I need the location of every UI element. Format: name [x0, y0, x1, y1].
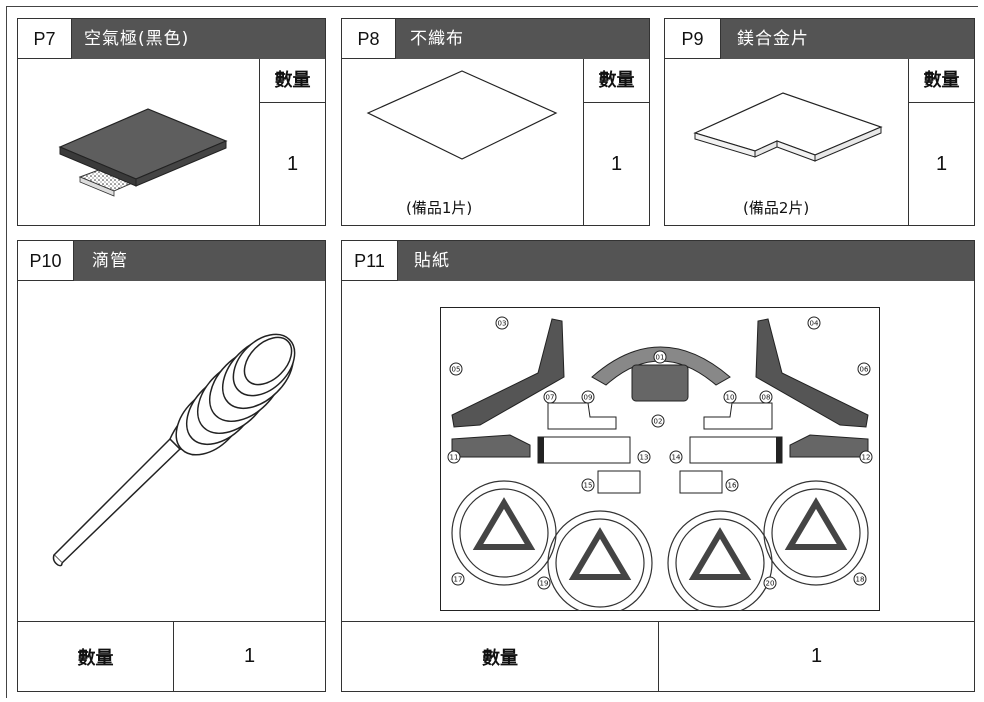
spare-note: (備品1片)	[406, 199, 473, 217]
part-code: P9	[665, 19, 721, 59]
quantity-value: 1	[286, 152, 299, 175]
part-header: P7 空氣極(黑色)	[18, 19, 325, 59]
sticker-number: 09	[584, 394, 593, 402]
part-card-p9: P9 鎂合金片 (備品2片) 數量 1	[664, 18, 975, 226]
sticker-number: 12	[862, 454, 871, 462]
page-frame	[6, 6, 978, 698]
quantity-value: 1	[935, 152, 948, 175]
quantity-row: 數量 1	[18, 621, 325, 691]
sticker-number: 06	[860, 366, 869, 374]
part-header: P8 不織布	[342, 19, 649, 59]
sticker-label-19: 19	[537, 576, 551, 590]
part-card-p11: P11 貼紙	[341, 240, 975, 692]
quantity-label: 數量	[909, 59, 974, 103]
sticker-number: 02	[654, 418, 663, 426]
part-header: P11 貼紙	[342, 241, 974, 281]
sticker-label-18: 18	[853, 572, 867, 586]
sticker-label-07: 07	[543, 390, 557, 404]
quantity-value: 1	[658, 622, 974, 691]
part-card-p7: P7 空氣極(黑色) 數量 1	[17, 18, 326, 226]
sticker-label-01: 01	[653, 350, 667, 364]
sticker-label-05: 05	[449, 362, 463, 376]
spare-note: (備品2片)	[743, 199, 810, 217]
sticker-number: 08	[762, 394, 771, 402]
quantity-column: 數量 1	[908, 59, 974, 225]
quantity-row: 數量 1	[342, 621, 974, 691]
sticker-number: 19	[540, 580, 549, 588]
part-name: 貼紙	[414, 251, 450, 271]
sticker-label-02: 02	[651, 414, 665, 428]
part-header: P10 滴管	[18, 241, 325, 281]
part-name: 滴管	[92, 251, 128, 271]
sticker-label-13: 13	[637, 450, 651, 464]
part-card-p10: P10 滴管 數量 1	[17, 240, 326, 692]
sticker-number: 13	[640, 454, 649, 462]
part-code: P7	[18, 19, 72, 59]
dropper-illustration	[52, 333, 296, 567]
sticker-label-03: 03	[495, 316, 509, 330]
part-name: 鎂合金片	[737, 29, 809, 49]
part-card-p8: P8 不織布 (備品1片) 數量 1	[341, 18, 650, 226]
air-electrode-illustration	[58, 108, 228, 197]
sticker-label-06: 06	[857, 362, 871, 376]
sticker-label-11: 11	[447, 450, 461, 464]
part-code: P10	[18, 241, 74, 281]
quantity-value: 1	[173, 622, 325, 691]
sticker-number: 07	[546, 394, 555, 402]
sticker-number: 15	[584, 482, 593, 490]
sticker-label-10: 10	[723, 390, 737, 404]
sticker-number: 01	[656, 354, 665, 362]
quantity-column: 數量 1	[259, 59, 325, 225]
sticker-sheet: 03 04 05 06 01 07 09 10 08 02 11 12 13 1…	[440, 307, 880, 611]
sticker-number: 16	[728, 482, 737, 490]
quantity-value: 1	[610, 152, 623, 175]
sticker-label-15: 15	[581, 478, 595, 492]
part-code: P8	[342, 19, 396, 59]
sticker-label-17: 17	[451, 572, 465, 586]
sticker-label-08: 08	[759, 390, 773, 404]
part-code: P11	[342, 241, 398, 281]
part-name: 空氣極(黑色)	[84, 29, 190, 49]
sticker-label-20: 20	[763, 576, 777, 590]
sticker-label-14: 14	[669, 450, 683, 464]
magnesium-plate-illustration	[693, 92, 883, 162]
quantity-label: 數量	[77, 647, 114, 669]
nonwoven-fabric-illustration	[366, 70, 558, 160]
sticker-number: 17	[454, 576, 463, 584]
sticker-number: 10	[726, 394, 735, 402]
sticker-number: 11	[450, 454, 459, 462]
sticker-label-09: 09	[581, 390, 595, 404]
sticker-number: 20	[766, 580, 775, 588]
quantity-label: 數量	[584, 59, 649, 103]
sticker-label-16: 16	[725, 478, 739, 492]
sticker-number: 04	[810, 320, 819, 328]
sticker-number: 05	[452, 366, 461, 374]
part-name: 不織布	[410, 29, 464, 49]
quantity-column: 數量 1	[583, 59, 649, 225]
sticker-number: 03	[498, 320, 507, 328]
part-header: P9 鎂合金片	[665, 19, 974, 59]
quantity-label: 數量	[260, 59, 325, 103]
sticker-label-12: 12	[859, 450, 873, 464]
sticker-label-04: 04	[807, 316, 821, 330]
quantity-label: 數量	[482, 647, 518, 669]
sticker-number: 14	[672, 454, 681, 462]
sticker-number: 18	[856, 576, 865, 584]
